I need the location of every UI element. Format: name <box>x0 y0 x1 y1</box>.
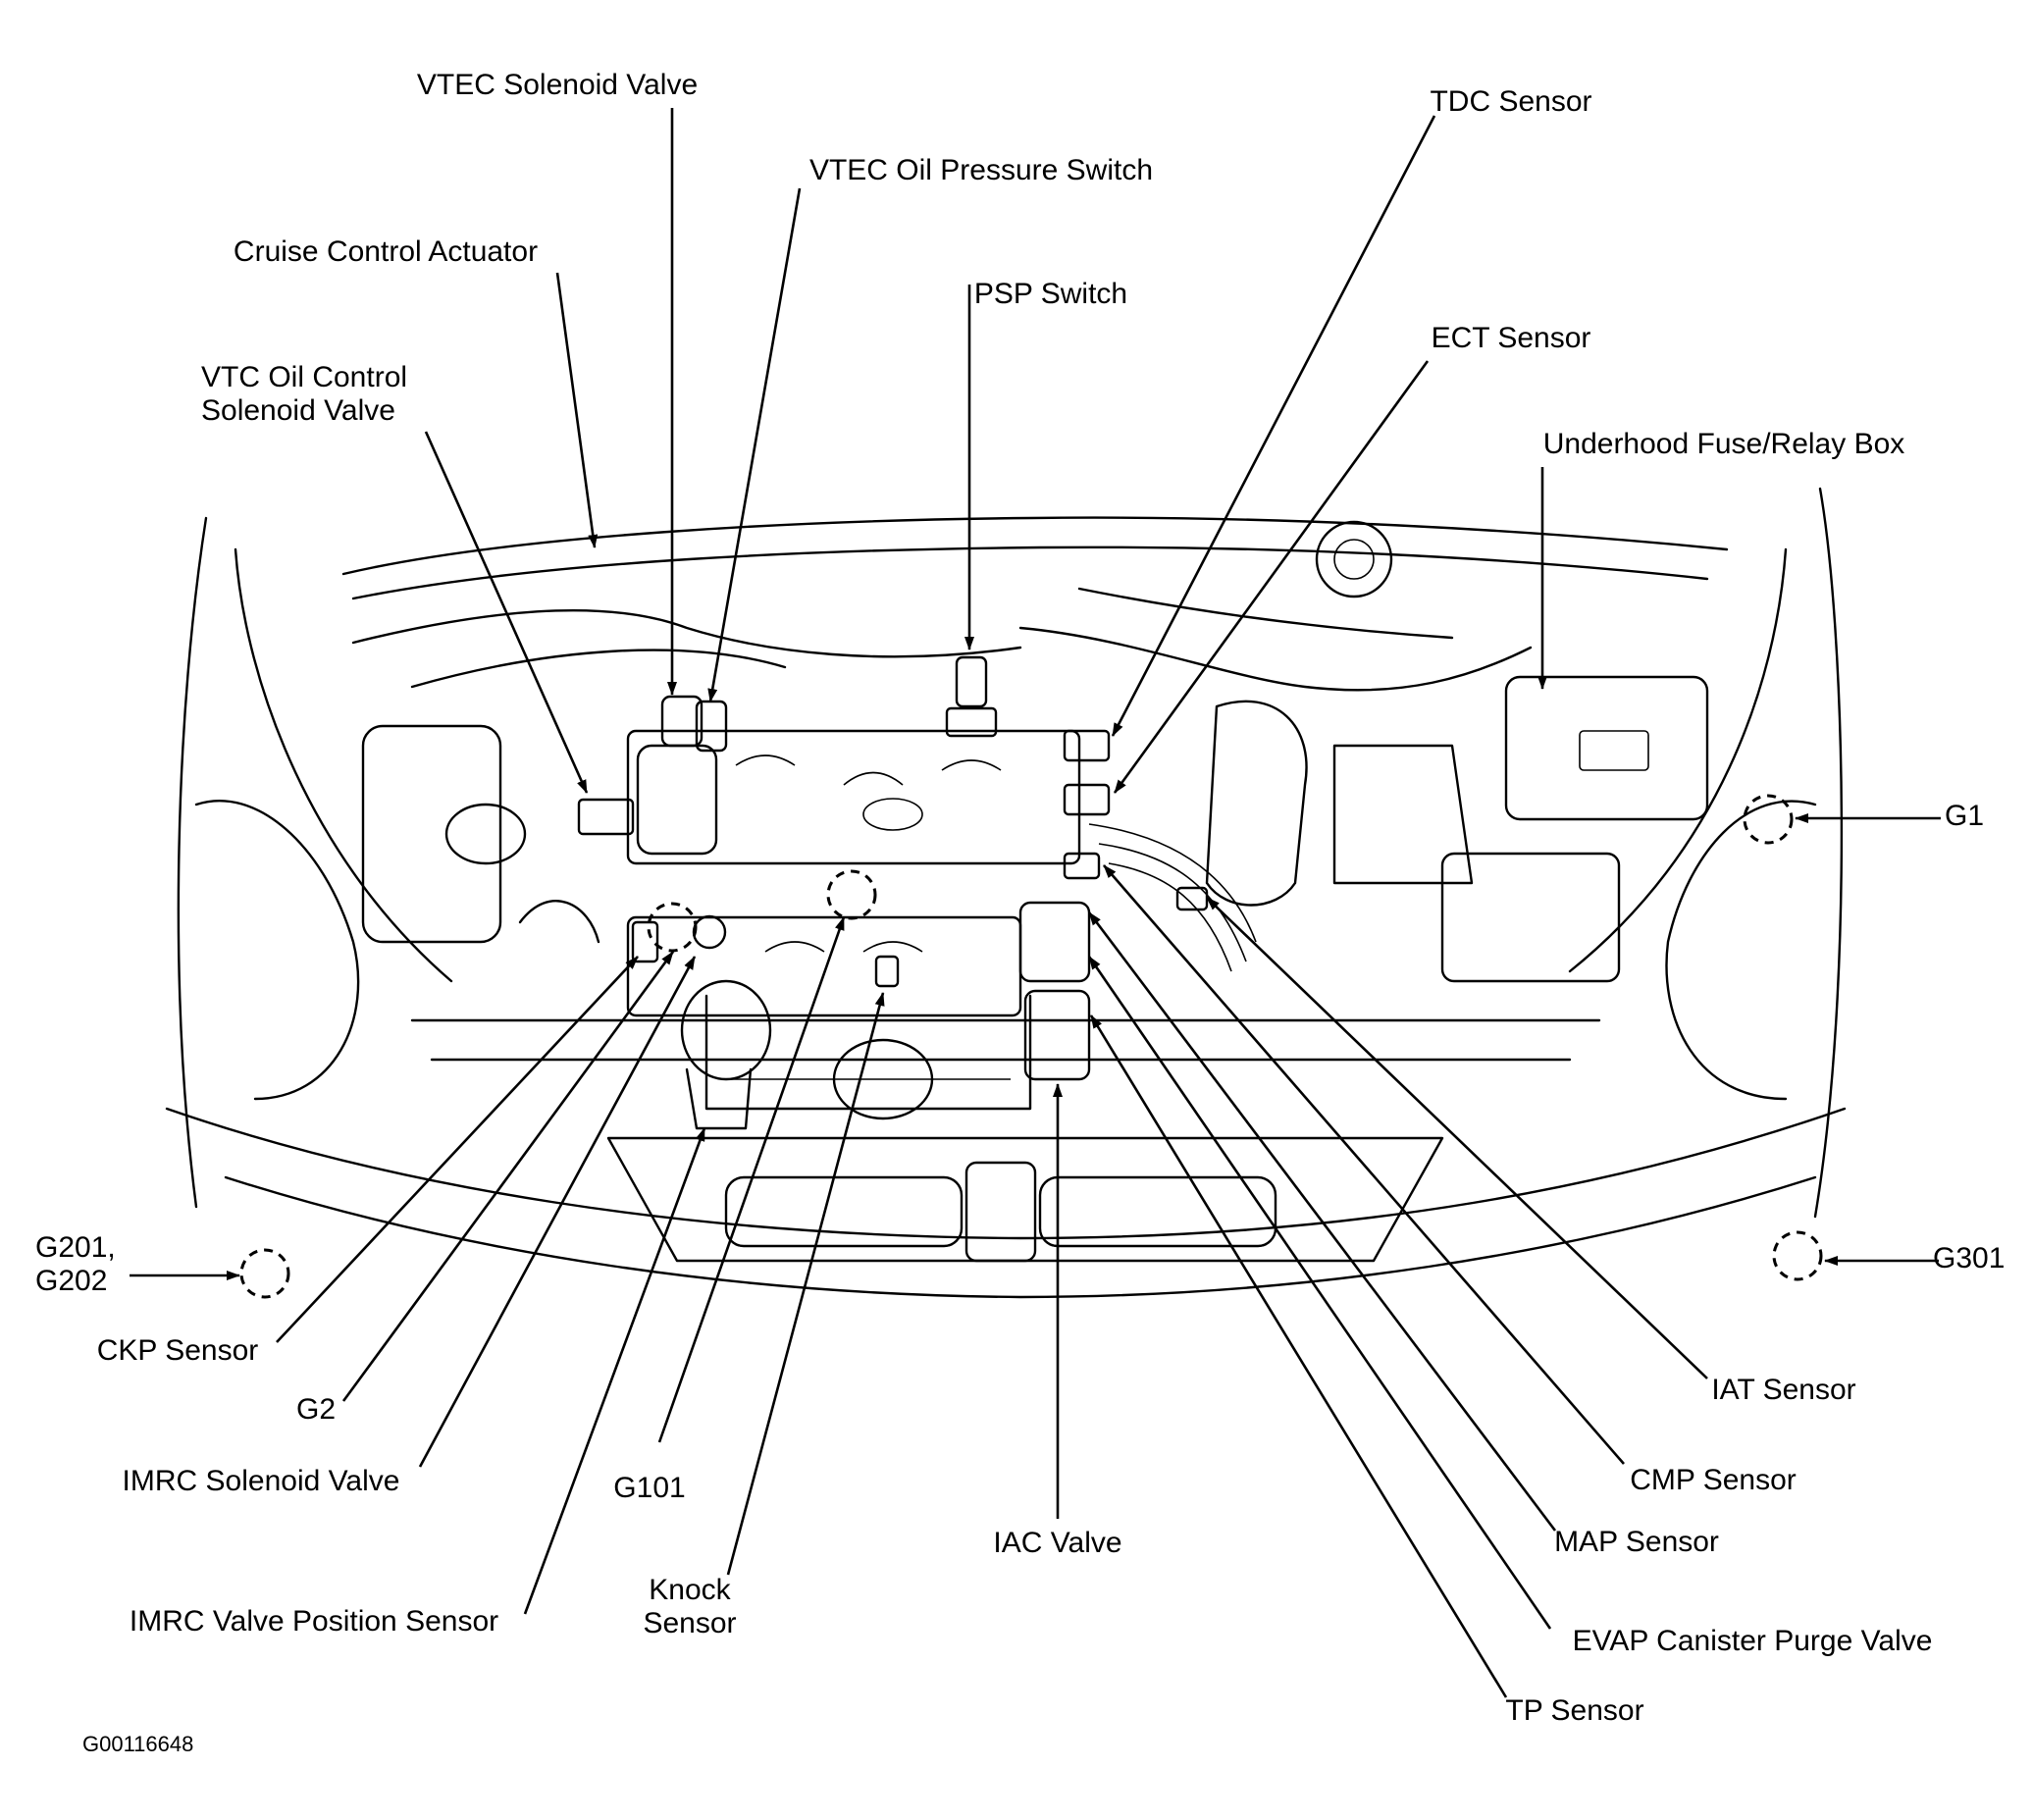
label-tp-sensor: TP Sensor <box>1505 1694 1644 1727</box>
label-g201-line2: G202 <box>35 1265 108 1297</box>
leader-map-sensor <box>1087 911 1557 1532</box>
label-underhood-fuse-relay-box: Underhood Fuse/Relay Box <box>1542 428 1905 460</box>
label-imrc-valve-position-sensor: IMRC Valve Position Sensor <box>129 1605 499 1638</box>
ground-g2 <box>647 902 698 953</box>
ground-g1 <box>1743 794 1794 845</box>
leader-g2 <box>341 951 675 1402</box>
leader-knock-sensor <box>726 992 885 1576</box>
label-cruise-control-actuator: Cruise Control Actuator <box>233 235 539 268</box>
label-vtc-oil-control-solenoid-valve: VTC Oil Control Solenoid Valve <box>201 361 407 428</box>
leader-vtec-oil-pressure-switch <box>707 187 802 702</box>
leader-tp-sensor <box>1089 1014 1508 1698</box>
ground-g101 <box>826 869 877 920</box>
label-knock-sensor-line1: Knock <box>649 1574 731 1606</box>
label-tdc-sensor: TDC Sensor <box>1430 85 1592 118</box>
ground-g301 <box>1772 1230 1823 1281</box>
label-evap-canister-purge-valve: EVAP Canister Purge Valve <box>1572 1625 1933 1657</box>
engine-bay-outline <box>165 487 1847 1299</box>
leader-ect-sensor <box>1113 360 1430 794</box>
label-vtec-solenoid-valve: VTEC Solenoid Valve <box>416 69 699 101</box>
label-g1: G1 <box>1945 800 1985 832</box>
leader-imrc-solenoid-valve <box>418 956 697 1468</box>
label-g2: G2 <box>295 1393 337 1426</box>
label-cmp-sensor: CMP Sensor <box>1630 1464 1797 1496</box>
label-vtec-oil-pressure-switch: VTEC Oil Pressure Switch <box>808 154 1154 186</box>
label-g201-line1: G201, <box>35 1231 116 1264</box>
label-ckp-sensor: CKP Sensor <box>96 1334 259 1367</box>
leader-imrc-valve-position-sensor <box>523 1127 706 1615</box>
leader-cruise-control-actuator <box>555 272 599 548</box>
label-g101: G101 <box>613 1472 686 1504</box>
label-vtc-oil-control-line2: Solenoid Valve <box>201 394 395 427</box>
leader-g101 <box>657 916 846 1443</box>
label-g301: G301 <box>1933 1242 2006 1274</box>
figure-code: G00116648 <box>82 1732 194 1756</box>
leader-vtc-oil-control-solenoid-valve <box>424 431 589 794</box>
leader-tdc-sensor <box>1111 115 1436 737</box>
leader-iat-sensor <box>1206 897 1708 1379</box>
label-iac-valve: IAC Valve <box>993 1527 1122 1559</box>
label-vtc-oil-control-line1: VTC Oil Control <box>201 361 408 393</box>
label-map-sensor: MAP Sensor <box>1554 1526 1719 1558</box>
label-psp-switch: PSP Switch <box>973 278 1128 310</box>
label-ect-sensor: ECT Sensor <box>1431 322 1591 354</box>
leader-evap-canister-purge-valve <box>1087 956 1552 1630</box>
label-iat-sensor: IAT Sensor <box>1711 1374 1856 1406</box>
ground-g201-g202 <box>239 1248 290 1299</box>
leader-lines <box>130 108 1941 1698</box>
leader-cmp-sensor <box>1103 864 1625 1465</box>
ground-points <box>239 794 1823 1299</box>
leader-ckp-sensor <box>276 956 639 1343</box>
label-knock-sensor: Knock Sensor <box>643 1574 736 1640</box>
label-knock-sensor-line2: Sensor <box>643 1607 737 1639</box>
label-imrc-solenoid-valve: IMRC Solenoid Valve <box>122 1465 400 1497</box>
label-g201-g202: G201, G202 <box>35 1231 116 1298</box>
